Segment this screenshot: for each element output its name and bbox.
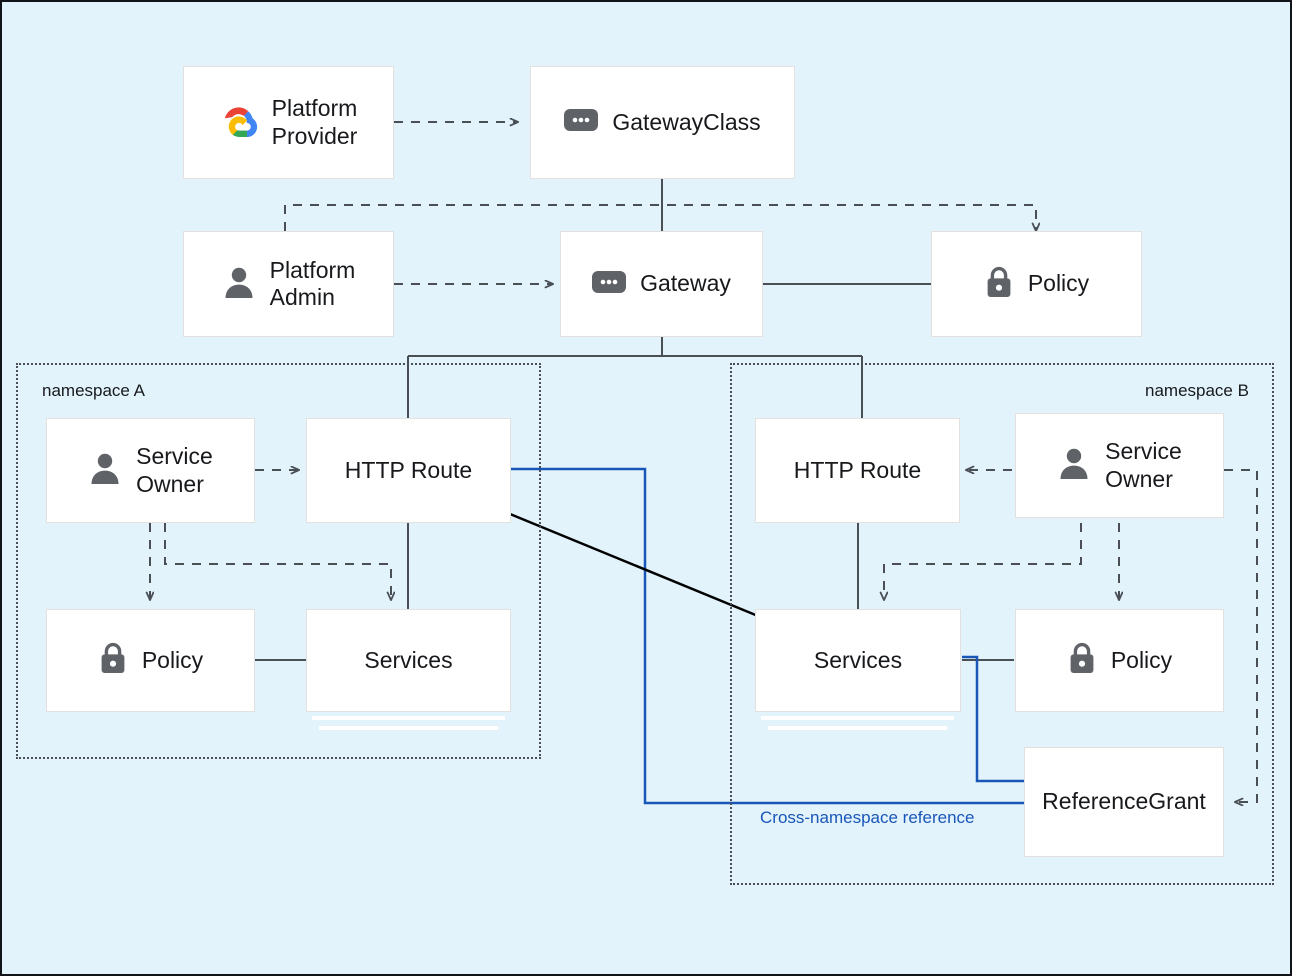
node-gateway[interactable]: Gateway (560, 231, 763, 337)
edge-httproute-a-to-services-b (509, 512, 759, 618)
services-b-stack-sheet-2 (768, 726, 947, 730)
node-http-route-b[interactable]: HTTP Route (755, 418, 960, 523)
node-gateway-label: Gateway (640, 270, 731, 297)
chip-icon (564, 109, 599, 136)
lock-icon (98, 641, 128, 680)
node-policy-top[interactable]: Policy (931, 231, 1142, 337)
person-icon (88, 451, 122, 490)
node-service-owner-b[interactable]: Service Owner (1015, 413, 1224, 518)
services-a-stack-sheet-2 (319, 726, 498, 730)
node-policy-b[interactable]: Policy (1015, 609, 1224, 712)
chip-icon (592, 270, 627, 298)
node-policy-top-label: Policy (1027, 270, 1090, 297)
node-platform-admin-label: Platform Admin (269, 256, 356, 310)
node-platform-provider-label: Platform Provider (271, 95, 358, 149)
node-gateway-class-label: GatewayClass (612, 108, 761, 135)
node-http-route-b-label: HTTP Route (793, 456, 922, 483)
namespace-b-label: namespace B (1145, 381, 1249, 400)
lock-icon (984, 265, 1014, 304)
node-services-a[interactable]: Services (306, 609, 511, 712)
node-service-owner-b-label: Service Owner (1105, 438, 1182, 492)
google-cloud-logo-icon (220, 103, 258, 142)
node-services-a-label: Services (364, 646, 453, 673)
lock-icon (1067, 641, 1097, 680)
node-services-b[interactable]: Services (755, 609, 961, 712)
node-policy-b-label: Policy (1110, 646, 1173, 673)
services-a-stack-sheet-1 (312, 716, 505, 720)
node-http-route-a-label: HTTP Route (344, 456, 473, 483)
node-reference-grant[interactable]: ReferenceGrant (1024, 747, 1224, 857)
person-icon (1057, 446, 1091, 485)
namespace-a-container (16, 363, 541, 759)
node-http-route-a[interactable]: HTTP Route (306, 418, 511, 523)
node-platform-admin[interactable]: Platform Admin (183, 231, 394, 337)
node-gateway-class[interactable]: GatewayClass (530, 66, 795, 179)
services-b-stack-sheet-1 (761, 716, 954, 720)
node-service-owner-a-label: Service Owner (136, 443, 213, 497)
node-policy-a[interactable]: Policy (46, 609, 255, 712)
namespace-b-container (730, 363, 1274, 885)
cross-namespace-reference-label: Cross-namespace reference (760, 808, 975, 827)
node-reference-grant-label: ReferenceGrant (1042, 788, 1206, 815)
node-platform-provider[interactable]: Platform Provider (183, 66, 394, 179)
person-icon (222, 265, 256, 304)
node-services-b-label: Services (813, 646, 903, 673)
namespace-a-label: namespace A (42, 381, 146, 400)
edge-platform-admin-to-policy (284, 204, 1036, 231)
node-policy-a-label: Policy (141, 646, 204, 673)
node-service-owner-a[interactable]: Service Owner (46, 418, 255, 523)
